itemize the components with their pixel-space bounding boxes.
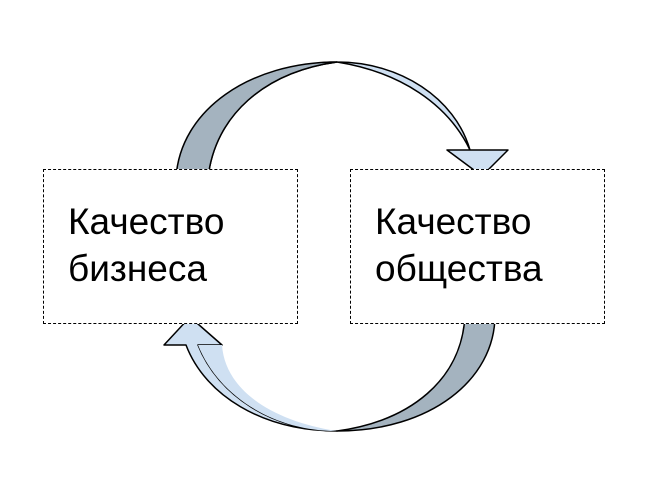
society-quality-box: Качество общества [350, 169, 605, 324]
society-quality-line1: Качество [375, 201, 532, 242]
society-quality-label: Качество общества [375, 198, 543, 292]
business-quality-label: Качество бизнеса [68, 198, 224, 292]
cycle-arrow-top-icon [175, 61, 509, 179]
society-quality-line2: общества [375, 248, 543, 289]
business-quality-line2: бизнеса [68, 248, 207, 289]
cycle-arrow-bottom-icon [163, 314, 496, 432]
business-quality-box: Качество бизнеса [43, 169, 298, 324]
business-quality-line1: Качество [68, 201, 225, 242]
